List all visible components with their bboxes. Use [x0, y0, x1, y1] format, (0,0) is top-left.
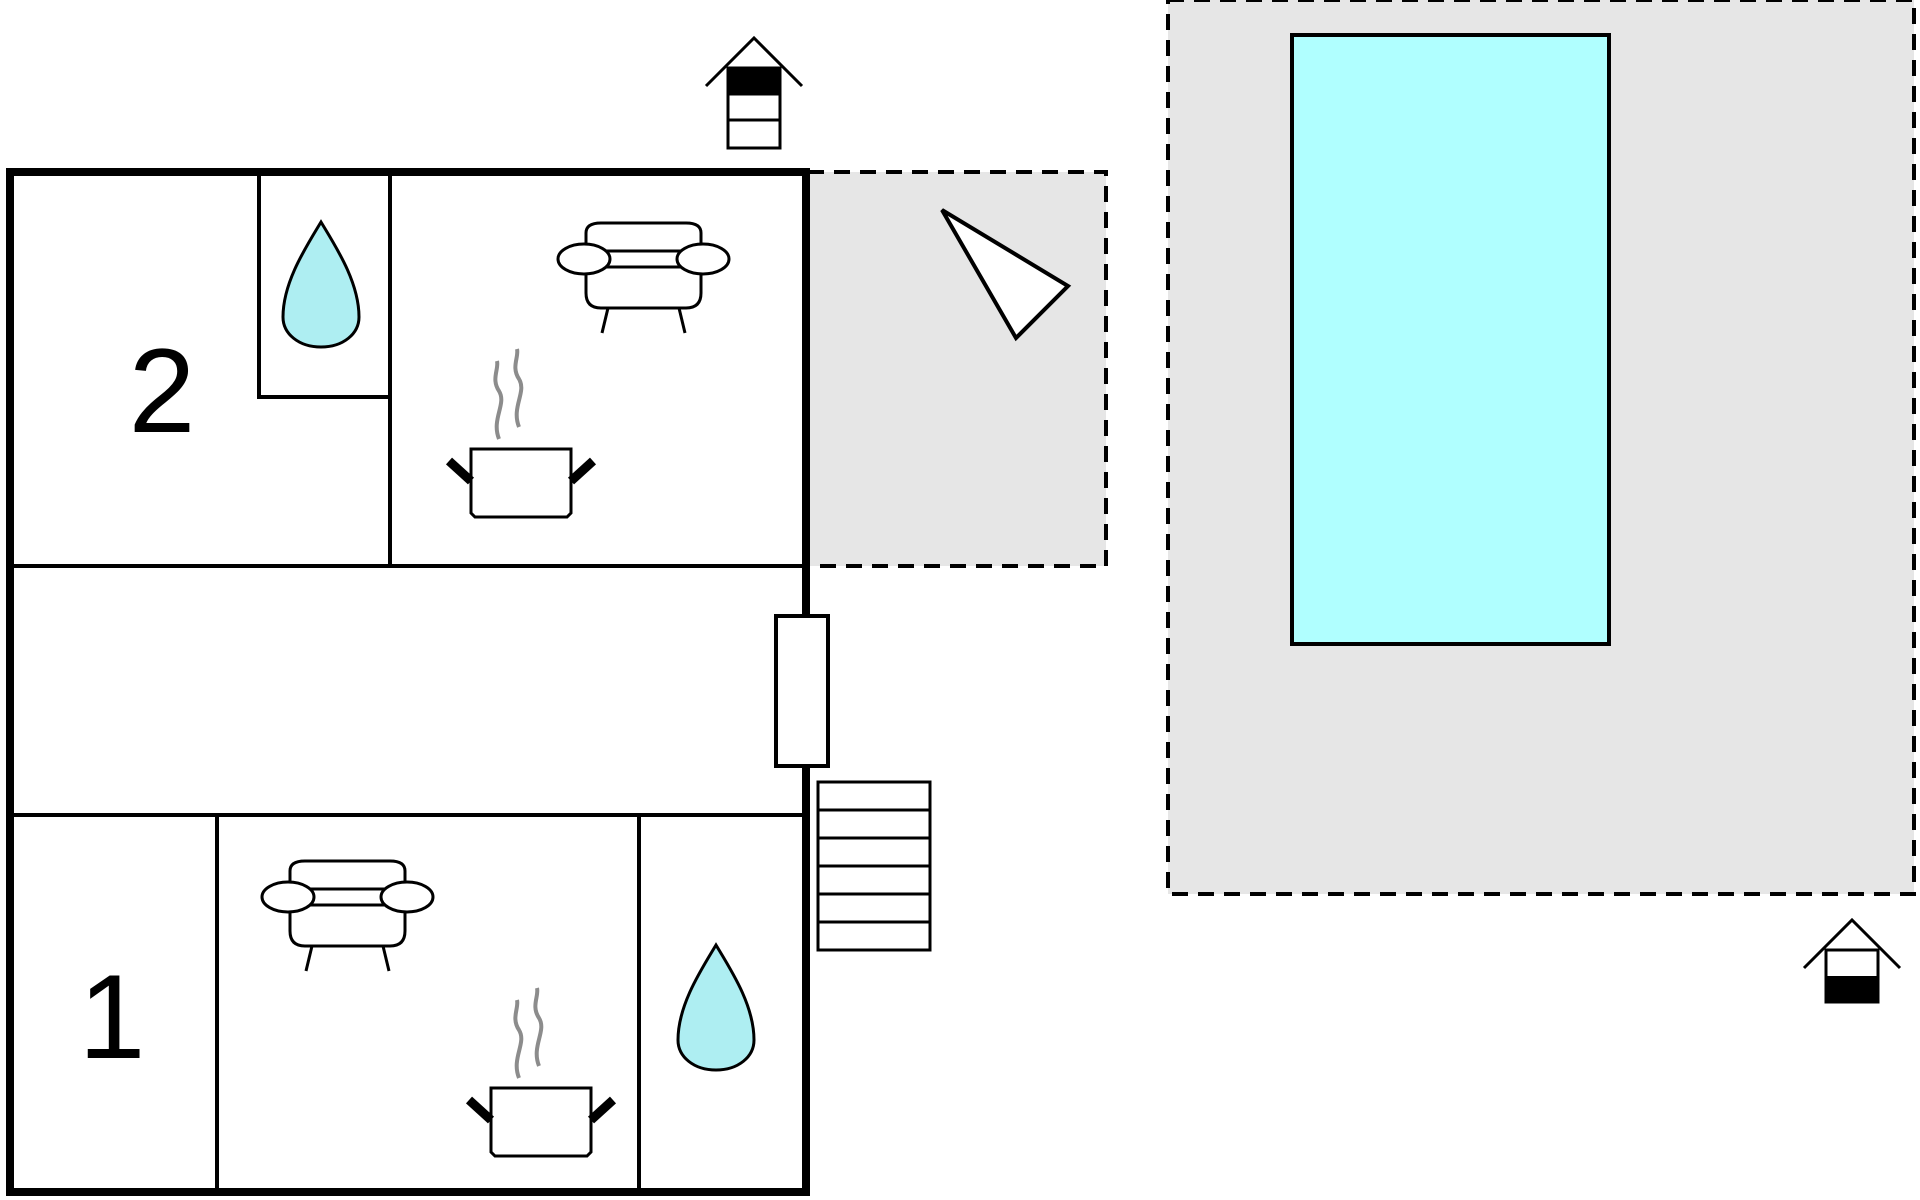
door-icon	[774, 614, 830, 768]
swimming-pool	[1290, 33, 1611, 646]
room-number-1: 1	[79, 950, 146, 1084]
house-interior	[10, 172, 806, 1192]
house-entrance-icon	[704, 36, 804, 150]
parasol-icon	[940, 208, 1072, 342]
room-number-2: 2	[129, 324, 196, 458]
house-entrance-icon	[1802, 918, 1902, 1004]
stairs-icon	[816, 780, 932, 952]
